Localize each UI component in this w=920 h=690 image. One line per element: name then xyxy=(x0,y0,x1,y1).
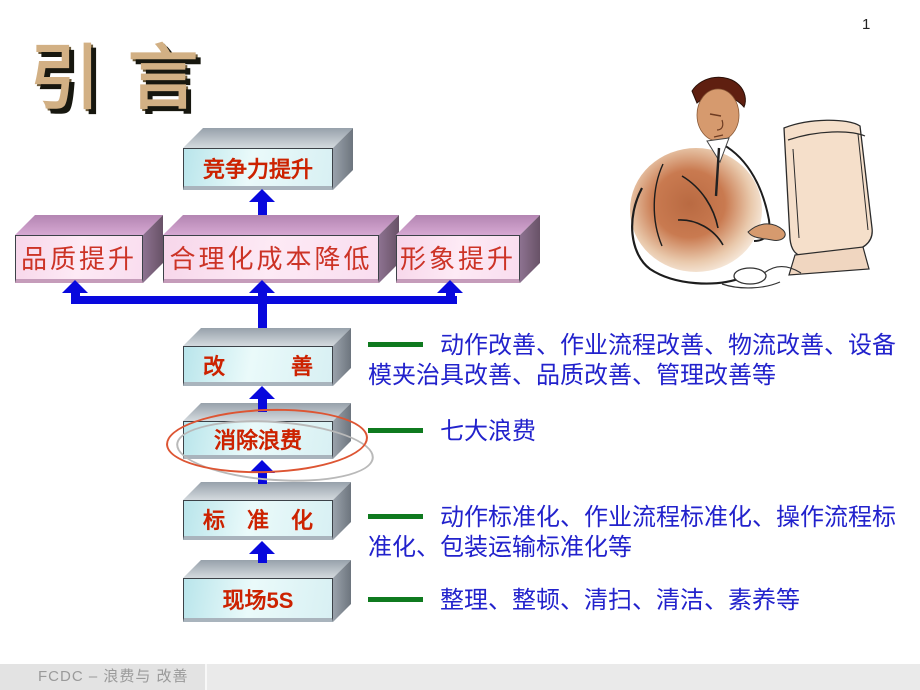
slide-title: 引言 xyxy=(30,39,226,117)
annotation-connector-line xyxy=(368,427,423,433)
box-label: 消除浪费 xyxy=(213,427,302,453)
box-side-face xyxy=(333,328,351,386)
box-front-face: 现场5S xyxy=(183,578,333,622)
annotation-text: 动作改善、作业流程改善、物流改善、设备模夹治具改善、品质改善、管理改善等 xyxy=(368,333,896,389)
annotation-connector-line xyxy=(368,513,423,519)
box-eliminate-waste: 消除浪费 xyxy=(183,403,351,459)
arrow-to-standardization xyxy=(248,541,276,563)
annotation-seven-wastes: 七大浪费 xyxy=(368,417,916,447)
annotation-connector-line xyxy=(368,341,423,347)
box-standardization: 标 准 化 xyxy=(183,482,351,540)
annotation-5s: 整理、整顿、清扫、清洁、素养等 xyxy=(368,586,916,616)
box-label: 标 准 化 xyxy=(202,507,313,533)
box-label: 现场5S xyxy=(222,587,294,613)
branch-connector-vertical xyxy=(258,296,267,332)
box-quality: 品质提升 xyxy=(15,215,163,283)
footer-bar: FCDC – 浪费与 改善 xyxy=(0,664,920,690)
box-front-face: 消除浪费 xyxy=(183,421,333,459)
box-top-face xyxy=(183,560,351,578)
box-top-face xyxy=(396,215,540,235)
box-front-face: 竞争力提升 xyxy=(183,148,333,190)
box-top-face xyxy=(183,482,351,500)
box-side-face xyxy=(143,215,163,283)
box-worksite-5s: 现场5S xyxy=(183,560,351,622)
box-top-face xyxy=(183,403,351,421)
box-top-face xyxy=(183,128,353,148)
annotation-text: 七大浪费 xyxy=(440,419,536,445)
arrow-to-competitiveness xyxy=(248,189,276,215)
arrow-to-quality xyxy=(61,280,89,297)
box-cost-reduction: 合理化成本降低 xyxy=(163,215,399,283)
footer-divider xyxy=(205,664,207,690)
box-side-face xyxy=(333,482,351,540)
person-at-computer-illustration xyxy=(630,76,873,289)
box-top-face xyxy=(163,215,399,235)
box-front-face: 合理化成本降低 xyxy=(163,235,379,283)
arrow-to-eliminate-waste xyxy=(248,460,276,484)
arrow-to-improvement xyxy=(248,386,276,412)
box-label: 竞争力提升 xyxy=(202,156,313,182)
annotation-connector-line xyxy=(368,596,423,602)
box-side-face xyxy=(379,215,399,283)
annotation-improvement: 动作改善、作业流程改善、物流改善、设备模夹治具改善、品质改善、管理改善等 xyxy=(368,331,916,391)
box-side-face xyxy=(333,403,351,459)
arrow-to-image xyxy=(436,280,464,297)
footer-text: FCDC – 浪费与 改善 xyxy=(38,668,189,685)
box-top-face xyxy=(183,328,351,346)
box-label: 改 善 xyxy=(202,353,313,379)
box-improvement: 改 善 xyxy=(183,328,351,386)
box-side-face xyxy=(333,128,353,190)
box-front-face: 改 善 xyxy=(183,346,333,386)
box-front-face: 品质提升 xyxy=(15,235,143,283)
annotation-text: 动作标准化、作业流程标准化、操作流程标准化、包装运输标准化等 xyxy=(368,505,896,561)
footer-left-shade xyxy=(0,664,205,690)
box-image: 形象提升 xyxy=(396,215,540,283)
box-competitiveness: 竞争力提升 xyxy=(183,128,353,190)
annotation-text: 整理、整顿、清扫、清洁、素养等 xyxy=(440,588,800,614)
box-label: 品质提升 xyxy=(20,245,137,274)
arrow-to-cost-reduction xyxy=(248,280,276,297)
box-top-face xyxy=(15,215,163,235)
annotation-standardization: 动作标准化、作业流程标准化、操作流程标准化、包装运输标准化等 xyxy=(368,503,916,563)
page-number: 1 xyxy=(862,16,871,33)
box-side-face xyxy=(333,560,351,622)
box-side-face xyxy=(520,215,540,283)
box-label: 形象提升 xyxy=(399,245,516,274)
box-front-face: 标 准 化 xyxy=(183,500,333,540)
box-front-face: 形象提升 xyxy=(396,235,520,283)
box-label: 合理化成本降低 xyxy=(169,245,373,274)
